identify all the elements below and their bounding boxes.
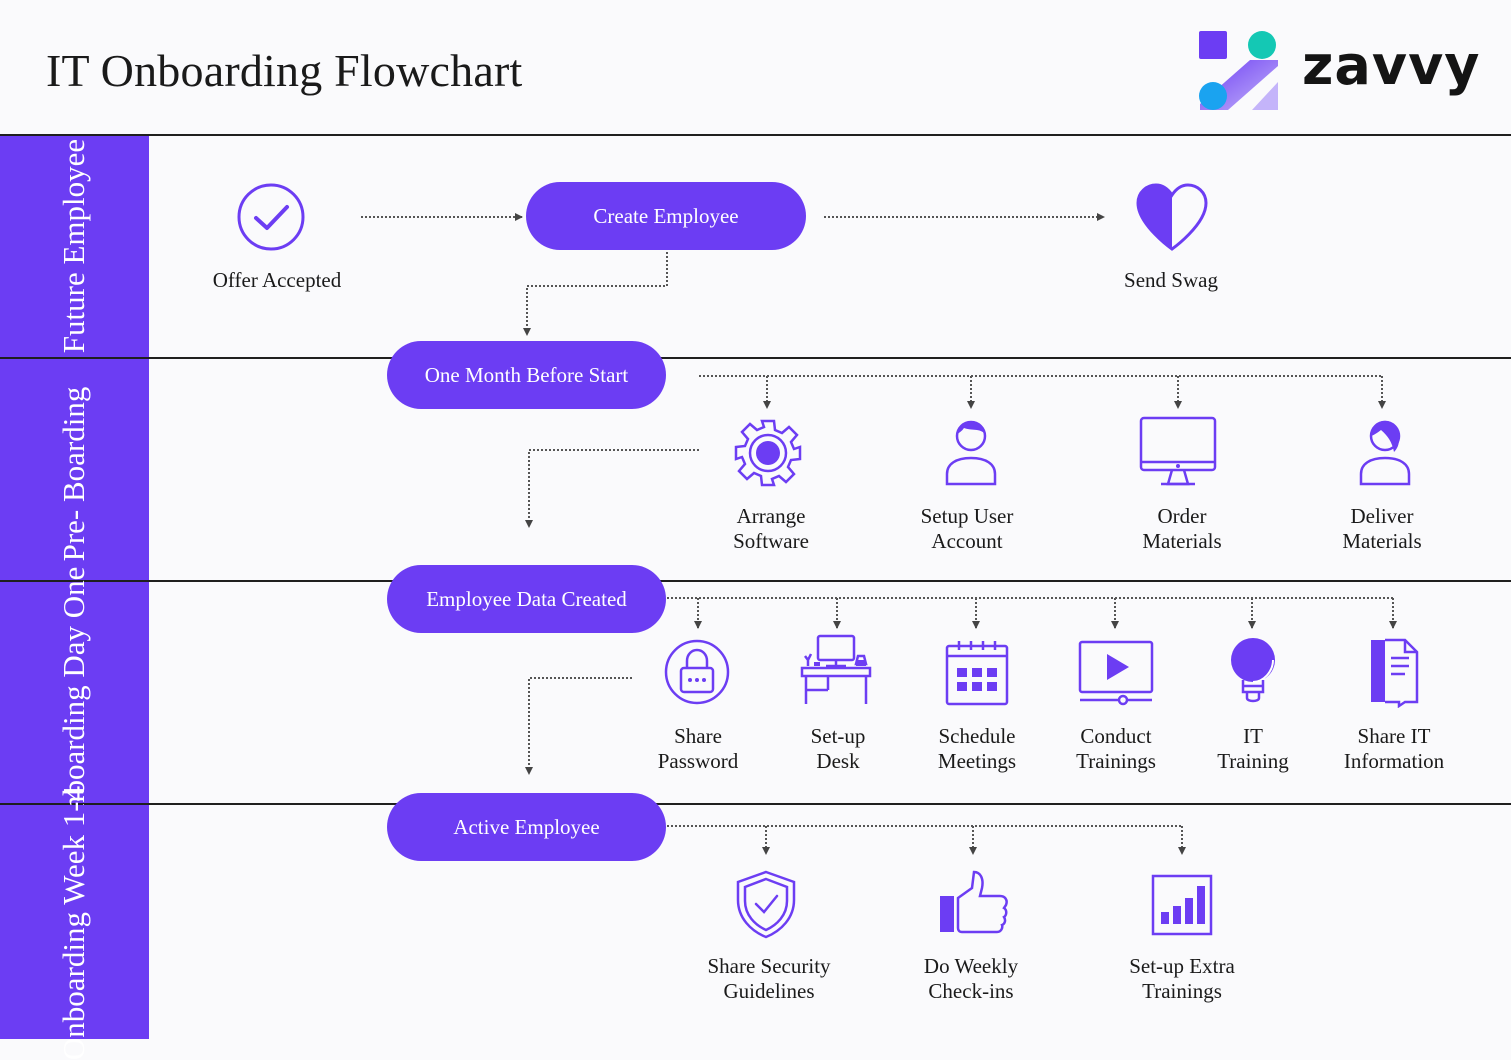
- check-circle-icon: [237, 183, 305, 251]
- step-label: Setup User Account: [920, 504, 1014, 553]
- step-label: Offer Accepted: [212, 268, 342, 292]
- step-label: Share Password: [657, 724, 739, 773]
- gear-icon: [734, 419, 802, 487]
- employee-data-created-pill: Employee Data Created: [387, 565, 666, 633]
- calendar-icon: [945, 641, 1009, 706]
- monitor-icon: [1139, 416, 1217, 486]
- lightbulb-icon: [1231, 638, 1275, 703]
- desk-icon: [800, 634, 872, 704]
- lane-divider: [0, 357, 1511, 359]
- step-label: Do Weekly Check-ins: [923, 954, 1019, 1003]
- step-label: Send Swag: [1124, 268, 1218, 292]
- step-label: Set-up Desk: [810, 724, 866, 773]
- step-label: Share IT Information: [1343, 724, 1445, 773]
- step-label: Share Security Guidelines: [707, 954, 831, 1003]
- thumbs-up-icon: [940, 870, 1008, 934]
- lane-onboarding-day-one: Onboarding Day One: [0, 567, 149, 833]
- lock-icon: [664, 639, 730, 705]
- shield-icon: [736, 870, 796, 939]
- document-icon: [1371, 638, 1419, 708]
- page-title: IT Onboarding Flowchart: [46, 45, 523, 96]
- step-label: Arrange Software: [733, 504, 809, 553]
- step-label: Set-up Extra Trainings: [1129, 954, 1235, 1003]
- step-label: Deliver Materials: [1342, 504, 1422, 553]
- one-month-before-start-pill: One Month Before Start: [387, 341, 666, 409]
- lane-divider: [0, 580, 1511, 582]
- zavvy-logo-icon: [1199, 31, 1278, 110]
- lane-pre-boarding: Pre- Boarding: [0, 359, 149, 580]
- video-icon: [1078, 640, 1154, 706]
- active-employee-pill: Active Employee: [387, 793, 666, 861]
- step-label: Conduct Trainings: [1076, 724, 1156, 773]
- user-icon: [945, 420, 997, 486]
- person-icon: [1359, 420, 1411, 486]
- bar-chart-icon: [1151, 874, 1213, 936]
- step-label: IT Training: [1217, 724, 1289, 773]
- step-label: Order Materials: [1142, 504, 1222, 553]
- create-employee-pill: Create Employee: [526, 182, 806, 250]
- lane-divider: [0, 134, 1511, 136]
- brand-name: zavvy: [1302, 34, 1481, 97]
- step-label: Schedule Meetings: [937, 724, 1017, 773]
- lane-future-employee: Future Employee: [0, 136, 149, 357]
- heart-icon: [1136, 183, 1208, 251]
- lane-divider: [0, 803, 1511, 805]
- lane-onboarding-week: Onboarding Week 1-4: [0, 786, 149, 1060]
